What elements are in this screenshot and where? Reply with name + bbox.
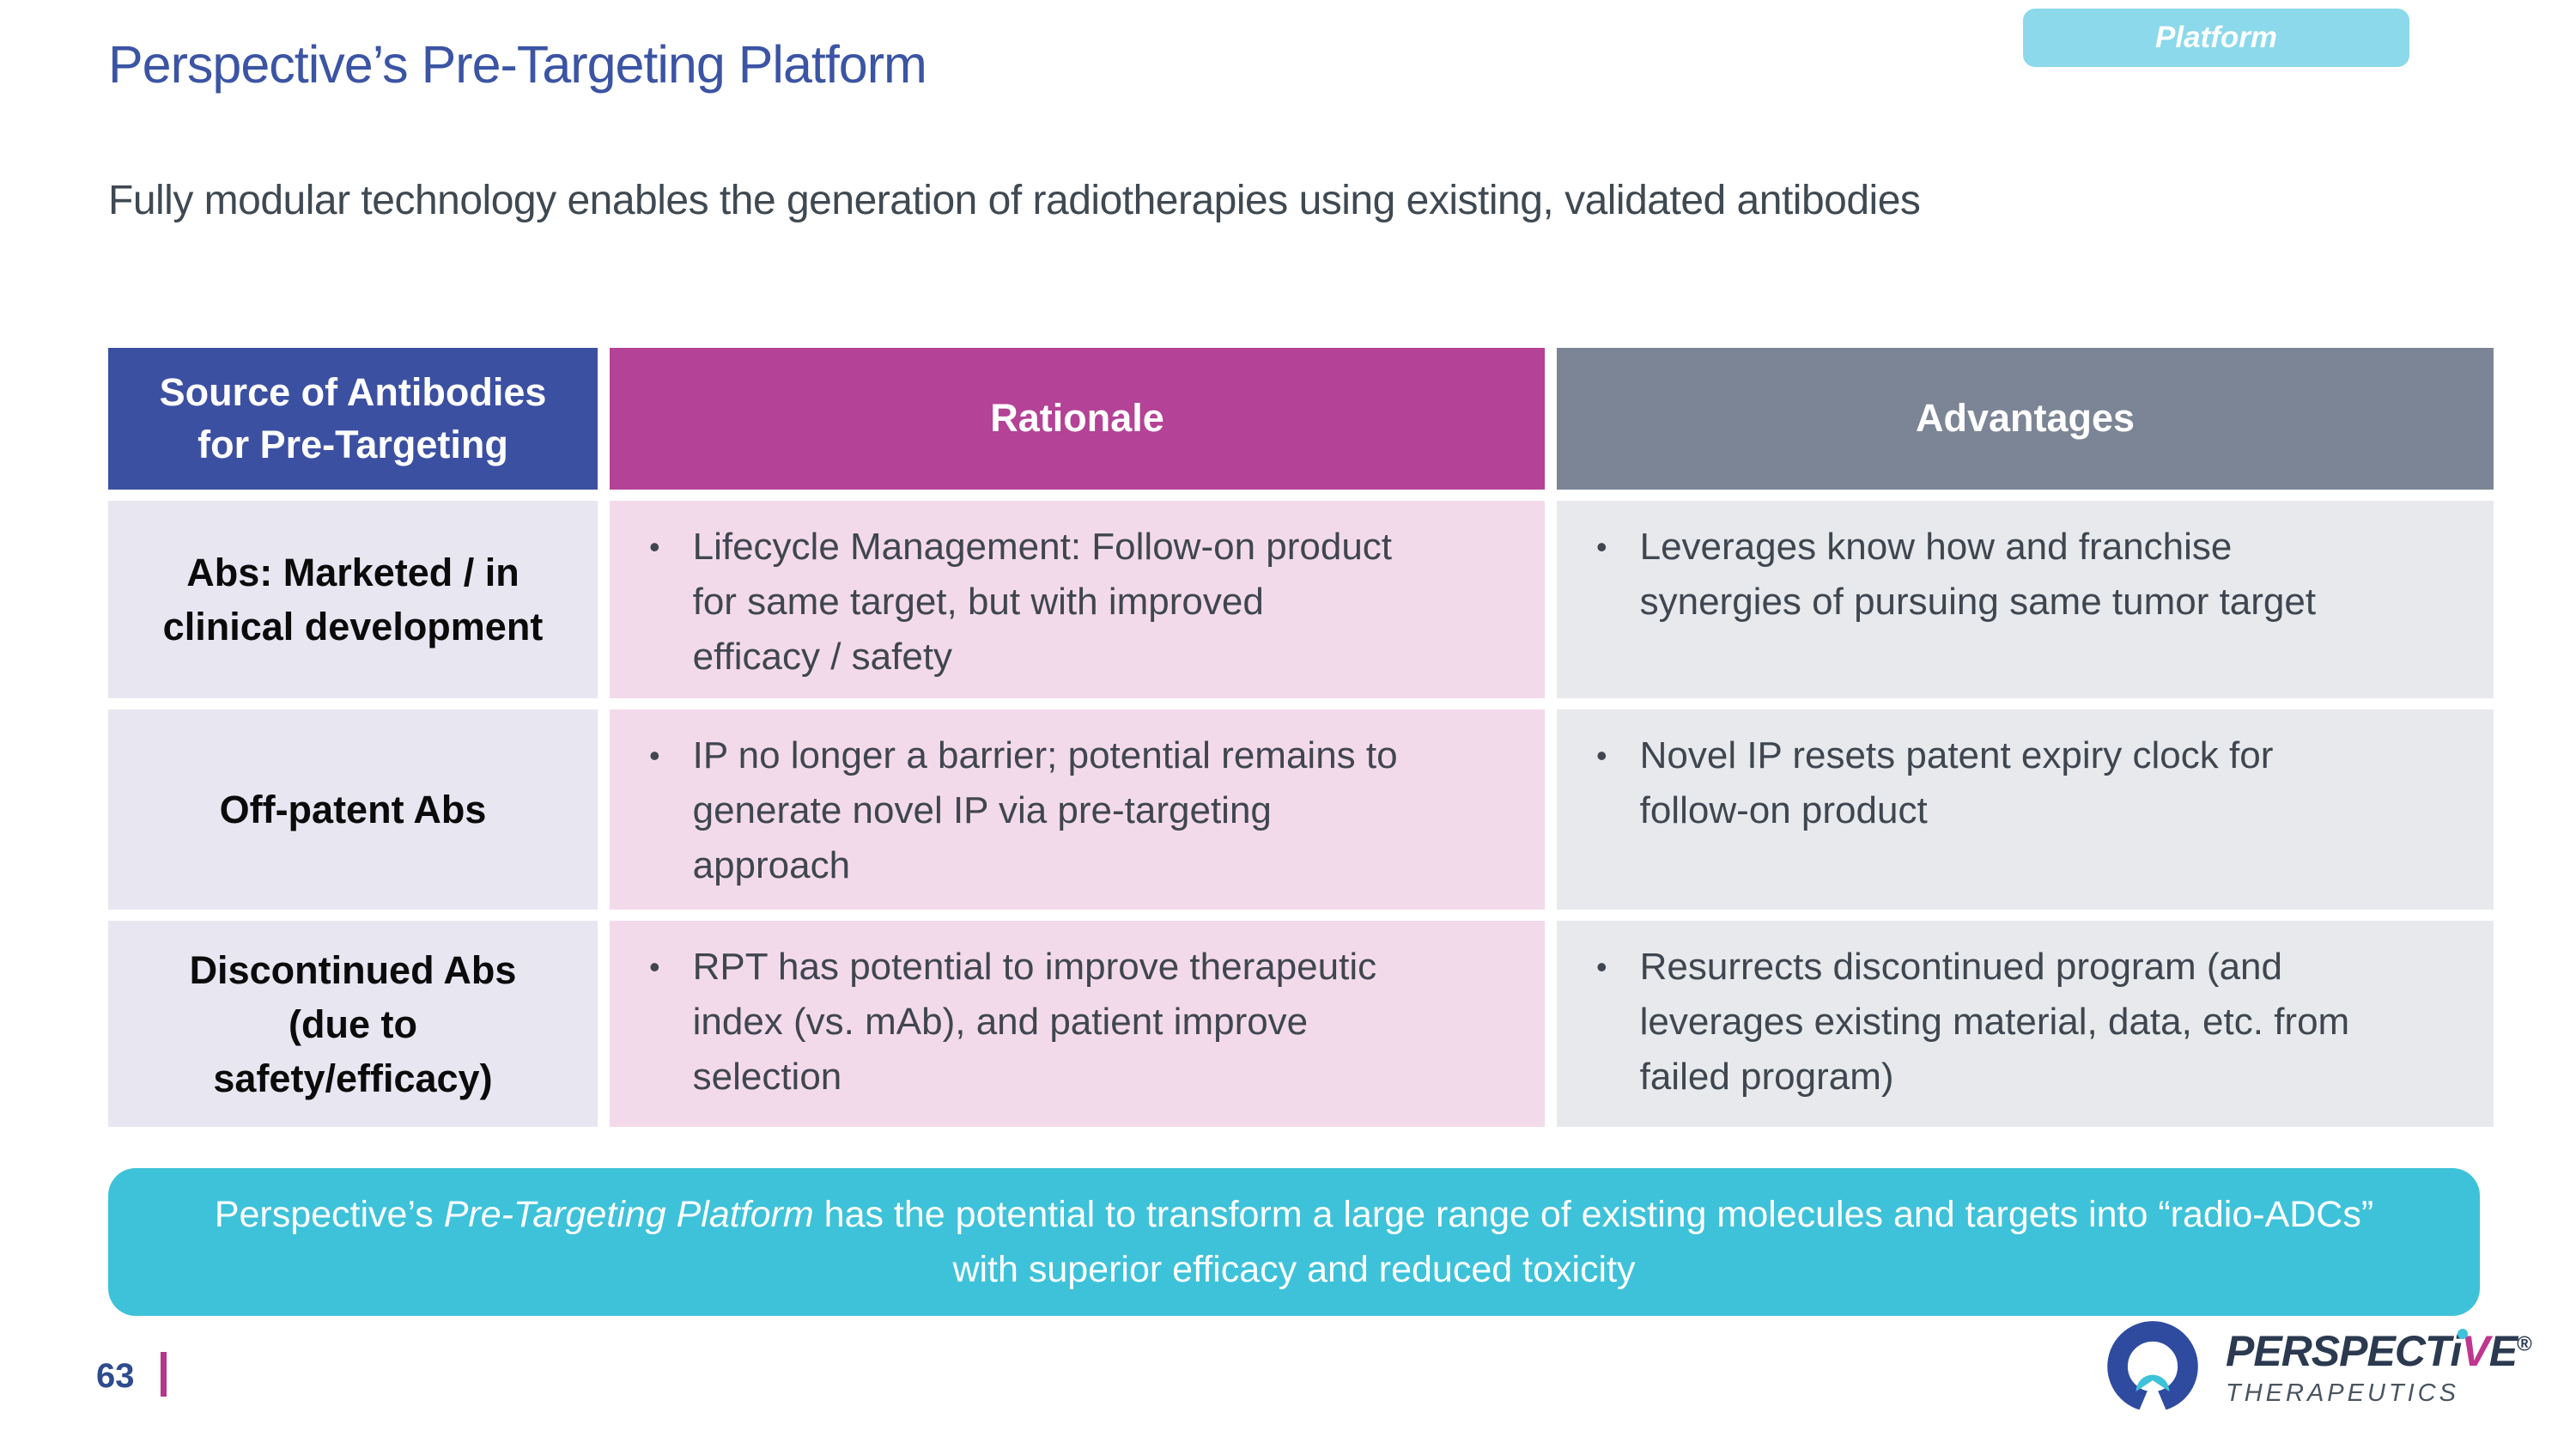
- summary-banner: Perspective’s Pre-Targeting Platform has…: [108, 1168, 2480, 1316]
- table-row-1-advantage: • Leverages know how and franchise syner…: [1557, 501, 2494, 698]
- banner-text-prefix: Perspective’s: [214, 1193, 444, 1235]
- rationale-text: Lifecycle Management: Follow-on product …: [692, 526, 1393, 678]
- slide-title: Perspective’s Pre-Targeting Platform: [108, 35, 927, 94]
- table-row-3-rationale: • RPT has potential to improve therapeut…: [610, 921, 1545, 1127]
- banner-text-rest: has the potential to transform a large r…: [813, 1193, 2374, 1235]
- advantage-text: Leverages know how and franchise synergi…: [1639, 526, 2317, 623]
- bullet-icon: •: [649, 949, 660, 984]
- column-header-source: Source of Antibodies for Pre-Targeting: [108, 348, 598, 490]
- bullet-icon: •: [1596, 529, 1607, 564]
- logo-wordmark-i: i: [2451, 1326, 2468, 1376]
- bullet-icon: •: [1596, 949, 1607, 984]
- table-row-1-source: Abs: Marketed / in clinical development: [108, 501, 598, 698]
- advantage-text: Novel IP resets patent expiry clock for …: [1639, 734, 2274, 831]
- table-row-3-source: Discontinued Abs (due to safety/efficacy…: [108, 921, 598, 1127]
- perspective-arch-icon: [2107, 1321, 2198, 1416]
- column-header-advantages: Advantages: [1557, 348, 2494, 490]
- table-row-2-advantage: • Novel IP resets patent expiry clock fo…: [1557, 709, 2494, 910]
- banner-line-2: with superior efficacy and reduced toxic…: [952, 1249, 1636, 1290]
- column-header-rationale: Rationale: [610, 348, 1545, 490]
- logo-wordmark-part2: E: [2488, 1327, 2518, 1375]
- banner-text-italic: Pre-Targeting Platform: [443, 1193, 814, 1235]
- logo-wordmark-part1: PERSPECT: [2226, 1327, 2451, 1375]
- bullet-icon: •: [1596, 738, 1607, 773]
- table-row-2-rationale: • IP no longer a barrier; potential rema…: [610, 709, 1545, 910]
- platform-badge: Platform: [2023, 9, 2409, 67]
- banner-line-1: Perspective’s Pre-Targeting Platform has…: [215, 1187, 2373, 1243]
- logo-i-dot: [2457, 1329, 2468, 1339]
- bullet-icon: •: [649, 529, 660, 564]
- antibody-sources-table: Source of Antibodies for Pre-Targeting R…: [108, 348, 2494, 1127]
- table-row-3-advantage: • Resurrects discontinued program (and l…: [1557, 921, 2494, 1127]
- slide-subtitle: Fully modular technology enables the gen…: [108, 178, 1921, 223]
- rationale-text: RPT has potential to improve therapeutic…: [692, 946, 1377, 1098]
- table-row-1-rationale: • Lifecycle Management: Follow-on produc…: [610, 501, 1545, 698]
- registered-trademark-icon: ®: [2517, 1332, 2532, 1356]
- table-row-2-source: Off-patent Abs: [108, 709, 598, 910]
- advantage-text: Resurrects discontinued program (and lev…: [1639, 946, 2350, 1098]
- page-number-divider: [161, 1352, 167, 1397]
- page-number: 63: [96, 1357, 135, 1395]
- logo-subtitle: THERAPEUTICS: [2226, 1379, 2459, 1407]
- bullet-icon: •: [649, 738, 660, 773]
- rationale-text: IP no longer a barrier; potential remain…: [692, 734, 1398, 886]
